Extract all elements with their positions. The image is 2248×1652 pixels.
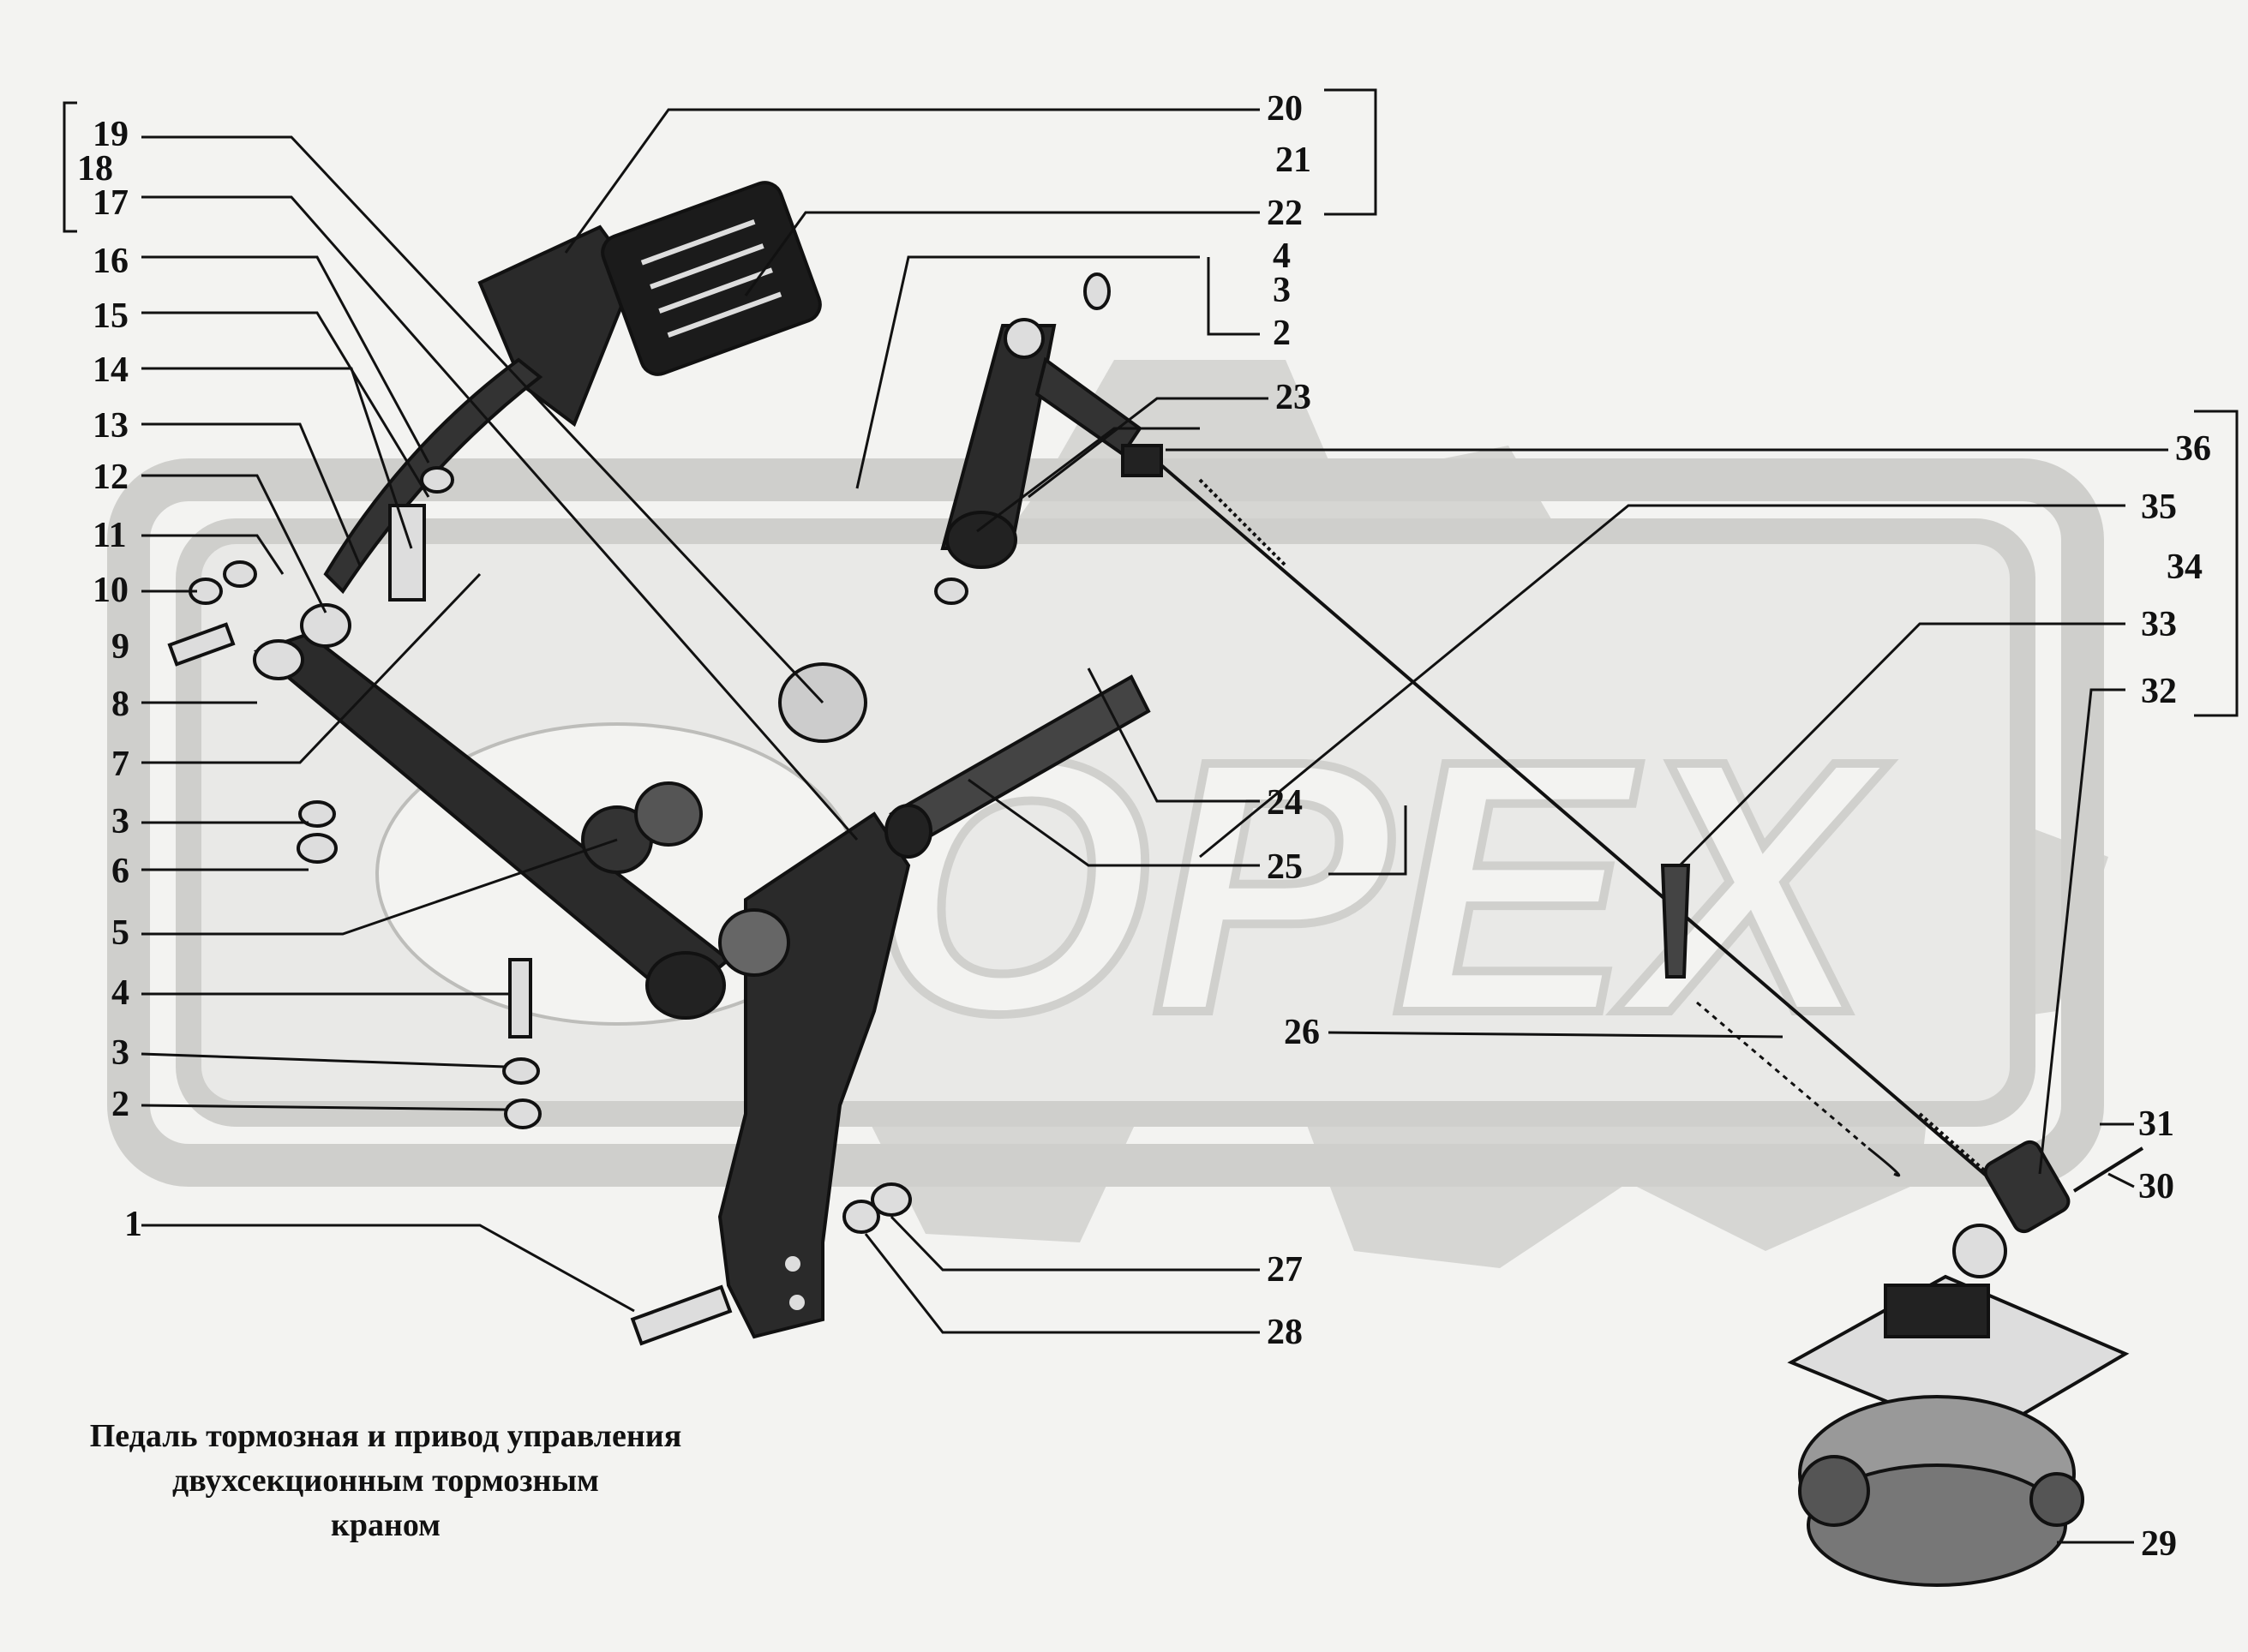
- label-35: 35: [2141, 488, 2177, 527]
- label-33: 33: [2141, 605, 2177, 644]
- label-29: 29: [2141, 1524, 2177, 1564]
- tie-rod: [1121, 444, 2016, 1201]
- label-12: 12: [93, 458, 129, 497]
- label-3b: 3: [111, 1033, 129, 1073]
- pedal-pad: [477, 181, 822, 428]
- label-25: 25: [1267, 847, 1303, 887]
- label-18: 18: [77, 149, 113, 189]
- label-1: 1: [124, 1205, 142, 1244]
- label-26: 26: [1284, 1013, 1320, 1052]
- label-20: 20: [1267, 89, 1303, 129]
- label-3a: 3: [111, 802, 129, 841]
- label-23: 23: [1275, 378, 1311, 417]
- label-17: 17: [93, 183, 129, 223]
- label-11: 11: [93, 516, 127, 555]
- diagram-caption: Педаль тормозная и привод управления дву…: [34, 1414, 737, 1547]
- label-13: 13: [93, 406, 129, 446]
- label-9: 9: [111, 627, 129, 667]
- label-36: 36: [2175, 429, 2211, 469]
- spring: [1660, 864, 1901, 1177]
- label-27: 27: [1267, 1250, 1303, 1290]
- label-2b: 2: [1273, 314, 1291, 353]
- caption-line-3: краном: [330, 1507, 441, 1543]
- clevis: [1983, 1140, 2144, 1234]
- caption-line-1: Педаль тормозная и привод управления: [89, 1418, 682, 1454]
- label-4b: 4: [1273, 236, 1291, 276]
- label-24: 24: [1267, 783, 1303, 823]
- caption-line-2: двухсекционным тормозным: [172, 1463, 599, 1499]
- fasteners: [167, 272, 1111, 1346]
- label-2a: 2: [111, 1085, 129, 1124]
- label-21: 21: [1275, 141, 1311, 180]
- label-19: 19: [93, 115, 129, 154]
- washer-5b: [634, 781, 703, 847]
- part-number-labels: 19 18 17 16 15 14 13 12 11 10 9 8 7 3 6 …: [77, 89, 2211, 1564]
- label-5: 5: [111, 913, 129, 953]
- shaft: [884, 674, 1151, 859]
- label-31: 31: [2138, 1104, 2174, 1144]
- watermark-logo: OPEX: [107, 360, 2108, 1268]
- label-7: 7: [111, 745, 129, 784]
- label-32: 32: [2141, 672, 2177, 711]
- group-brackets: [63, 88, 2239, 717]
- label-16: 16: [93, 242, 129, 281]
- brake-valve: [1787, 1224, 2130, 1587]
- label-6: 6: [111, 852, 129, 891]
- label-4a: 4: [111, 973, 129, 1013]
- label-8: 8: [111, 685, 129, 724]
- label-15: 15: [93, 296, 129, 336]
- label-22: 22: [1267, 194, 1303, 233]
- label-30: 30: [2138, 1167, 2174, 1206]
- bushing-b: [718, 908, 790, 977]
- lever-arm: [253, 631, 732, 1020]
- label-34: 34: [2167, 548, 2203, 587]
- label-3c: 3: [1273, 271, 1291, 310]
- label-10: 10: [93, 571, 129, 610]
- label-28: 28: [1267, 1313, 1303, 1352]
- leader-lines: [141, 108, 2168, 1544]
- label-14: 14: [93, 350, 129, 390]
